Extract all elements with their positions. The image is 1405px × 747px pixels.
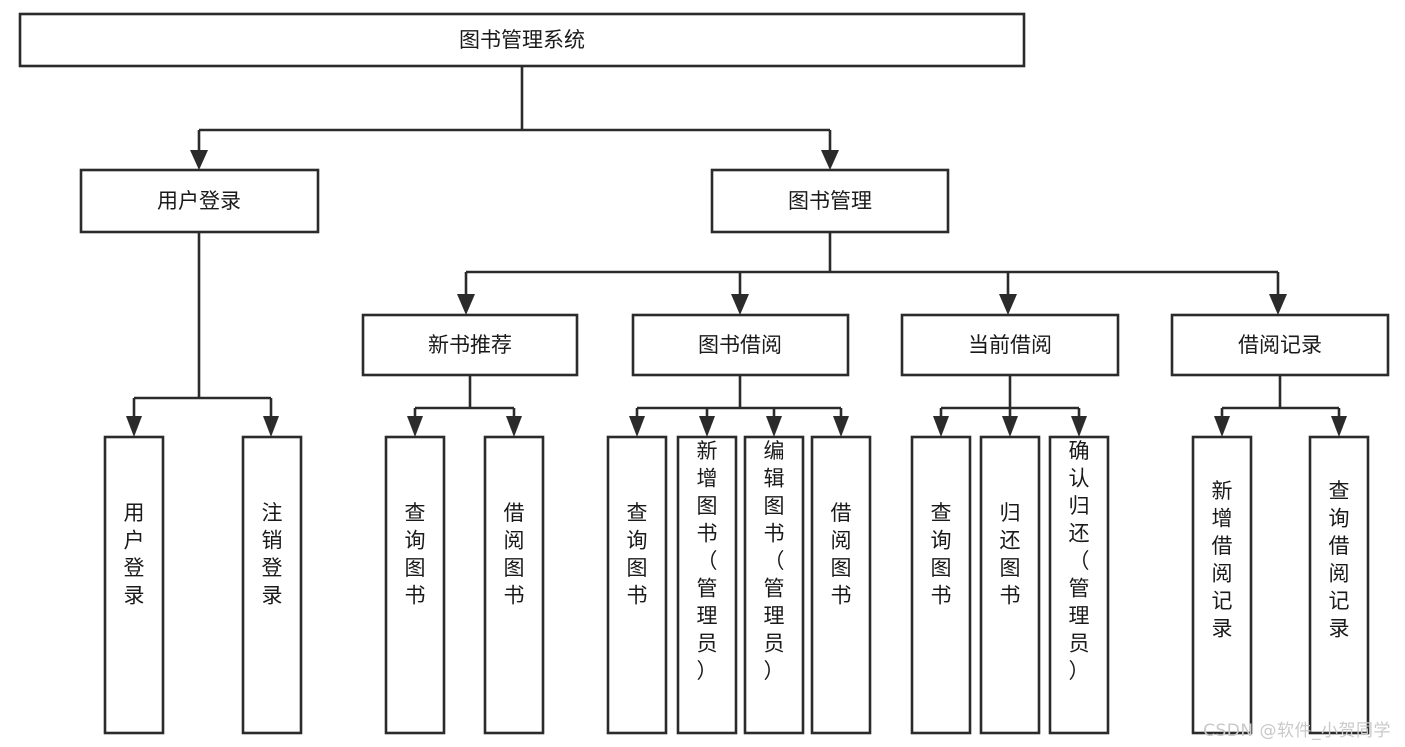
connector-userlogin-to-leaves — [126, 232, 279, 437]
leaf-borrowrecord-add-record[interactable]: 新增借阅记录 — [1191, 435, 1253, 735]
node-book-borrow[interactable]: 图书借阅 — [631, 313, 850, 377]
node-label: 注销登录 — [262, 501, 283, 608]
arrow-head-icon — [263, 416, 279, 437]
node-label: 借阅记录 — [1238, 333, 1322, 357]
node-current-borrow[interactable]: 当前借阅 — [900, 313, 1120, 377]
connector-root-to-level2 — [190, 66, 839, 170]
arrow-head-icon — [1071, 416, 1087, 437]
node-label: 新书推荐 — [428, 333, 512, 357]
node-box — [676, 435, 738, 735]
node-box — [1048, 435, 1110, 735]
node-box — [606, 435, 668, 735]
node-label: 查询借阅记录 — [1329, 479, 1350, 641]
leaf-bookborrow-borrow-book[interactable]: 借阅图书 — [810, 435, 872, 735]
arrow-head-icon — [999, 294, 1017, 315]
node-new-book-recommend[interactable]: 新书推荐 — [361, 313, 579, 377]
connector-currentborrow-to-leaves — [933, 375, 1087, 437]
arrow-head-icon — [731, 294, 749, 315]
leaf-newbook-borrow-book[interactable]: 借阅图书 — [483, 435, 545, 735]
node-box — [900, 313, 1120, 377]
leaf-currentborrow-confirm-return[interactable]: 确认归还（管理员） — [1048, 435, 1110, 735]
node-box — [631, 313, 850, 377]
node-label: 查询图书 — [405, 501, 426, 608]
arrow-head-icon — [629, 416, 645, 437]
node-label: 编辑图书（管理员） — [764, 439, 785, 683]
arrow-head-icon — [1002, 416, 1018, 437]
arrow-head-icon — [190, 150, 208, 170]
node-box — [1170, 313, 1390, 377]
arrow-head-icon — [699, 416, 715, 437]
node-box — [241, 435, 303, 735]
node-label: 用户登录 — [124, 501, 145, 608]
node-label: 图书管理系统 — [459, 28, 585, 52]
connector-newbook-to-leaves — [407, 375, 522, 437]
arrow-head-icon — [933, 416, 949, 437]
arrow-head-icon — [833, 416, 849, 437]
connector-borrowrecord-to-leaves — [1214, 375, 1347, 437]
node-box — [1308, 435, 1370, 735]
node-label: 查询图书 — [627, 501, 648, 608]
arrow-head-icon — [407, 416, 423, 437]
node-label: 新增借阅记录 — [1212, 479, 1233, 641]
node-label: 归还图书 — [1000, 501, 1021, 608]
arrow-head-icon — [766, 416, 782, 437]
node-label: 图书管理 — [788, 189, 872, 213]
leaf-bookborrow-edit-book[interactable]: 编辑图书（管理员） — [743, 435, 805, 735]
arrow-head-icon — [506, 416, 522, 437]
node-label: 图书借阅 — [698, 333, 782, 357]
connector-bookmgmt-to-level3 — [457, 232, 1287, 315]
node-box — [103, 435, 165, 735]
leaf-currentborrow-query-book[interactable]: 查询图书 — [910, 435, 972, 735]
arrow-head-icon — [457, 294, 475, 315]
node-box — [483, 435, 545, 735]
node-label: 确认归还（管理员） — [1069, 439, 1090, 683]
node-box — [743, 435, 805, 735]
node-label: 新增图书（管理员） — [697, 439, 718, 683]
node-box — [79, 168, 320, 234]
leaf-currentborrow-return-book[interactable]: 归还图书 — [979, 435, 1041, 735]
node-root-system[interactable]: 图书管理系统 — [18, 12, 1026, 68]
arrow-head-icon — [821, 150, 839, 170]
node-box — [979, 435, 1041, 735]
leaf-user-login-login[interactable]: 用户登录 — [103, 435, 165, 735]
node-label: 借阅图书 — [831, 501, 852, 608]
leaf-bookborrow-query-book[interactable]: 查询图书 — [606, 435, 668, 735]
leaf-user-login-logout[interactable]: 注销登录 — [241, 435, 303, 735]
node-user-login[interactable]: 用户登录 — [79, 168, 320, 234]
arrow-head-icon — [1269, 294, 1287, 315]
node-label: 查询图书 — [931, 501, 952, 608]
node-book-management[interactable]: 图书管理 — [710, 168, 950, 234]
node-box — [384, 435, 446, 735]
connector-bookborrow-to-leaves — [629, 375, 849, 437]
arrow-head-icon — [1214, 416, 1230, 437]
leaf-newbook-query-book[interactable]: 查询图书 — [384, 435, 446, 735]
node-box — [710, 168, 950, 234]
node-box — [18, 12, 1026, 68]
node-box — [361, 313, 579, 377]
leaf-bookborrow-add-book[interactable]: 新增图书（管理员） — [676, 435, 738, 735]
arrow-head-icon — [126, 416, 142, 437]
node-label: 用户登录 — [157, 189, 241, 213]
node-box — [1191, 435, 1253, 735]
leaf-borrowrecord-query-record[interactable]: 查询借阅记录 — [1308, 435, 1370, 735]
node-box — [810, 435, 872, 735]
arrow-head-icon — [1331, 416, 1347, 437]
node-label: 借阅图书 — [504, 501, 525, 608]
node-borrow-record[interactable]: 借阅记录 — [1170, 313, 1390, 377]
node-label: 当前借阅 — [968, 333, 1052, 357]
node-box — [910, 435, 972, 735]
